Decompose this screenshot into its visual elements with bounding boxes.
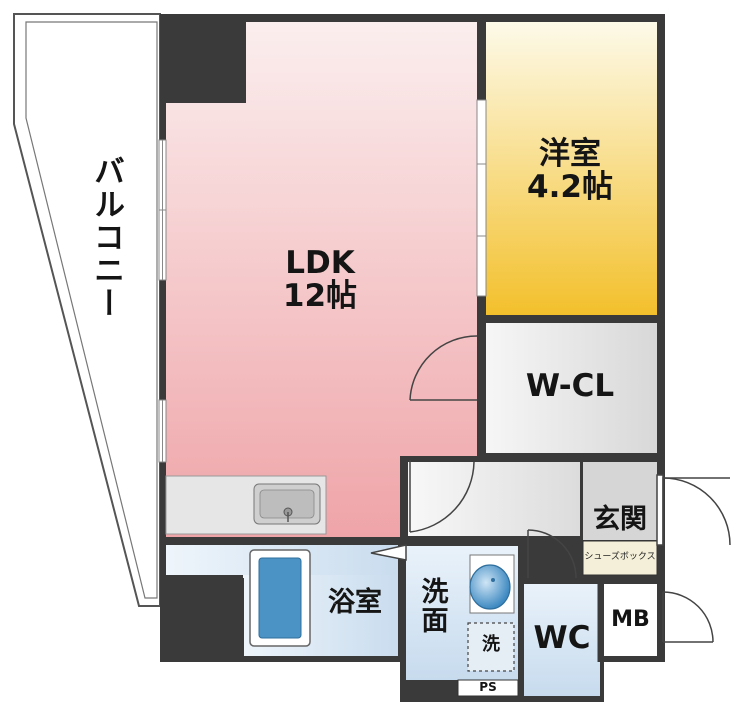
washer-space-label: 洗 [482,634,500,655]
pipe-space-label: PS [479,680,497,694]
western-room-label: 洋室 4.2帖 [500,136,640,206]
bathtub [249,549,311,647]
door-washroom[interactable] [527,529,577,579]
washbasin [469,554,515,614]
partition-lines [243,584,665,662]
ldk-size: 12帖 [282,278,358,315]
door-entrance[interactable] [656,474,731,546]
balcony [13,13,161,607]
ldk-name: LDK [285,245,355,281]
walk-in-closet-label: W-CL [525,368,615,404]
door-bathroom[interactable] [370,544,407,561]
meter-box-label: MB [611,607,650,632]
bath-corner-wall [160,578,244,662]
washroom-label-line1: 洗 [421,577,449,608]
washer-space [467,622,515,672]
entrance-area [583,462,657,540]
door-ldk-to-closet[interactable] [409,335,478,401]
door-hallway-to-ldk[interactable] [409,460,475,533]
wc [524,584,600,696]
western-room-name: 洋室 [539,136,601,172]
pipe-space [457,679,519,697]
meter-box [604,584,657,656]
western-room [486,22,657,315]
walk-in-closet [486,323,657,453]
wc-label: WC [533,620,591,656]
door-meter-box[interactable] [662,591,714,643]
bathroom-label: 浴室 [328,587,382,618]
washroom-label: 洗 面 [410,578,460,636]
entrance-label: 玄関 [593,504,647,535]
ldk-label: LDK 12帖 [260,245,380,315]
balcony-label: バルコニー [88,154,124,320]
balcony-windows [158,139,167,463]
sliding-doors [476,99,487,297]
column-top-left [160,14,246,103]
washroom-label-line2: 面 [421,606,449,638]
western-room-size: 4.2帖 [527,169,613,206]
kitchen-counter [165,475,327,535]
shoe-box-label: シューズボックス [584,552,656,562]
ldk-room [166,22,477,537]
shoe-box [582,540,658,576]
